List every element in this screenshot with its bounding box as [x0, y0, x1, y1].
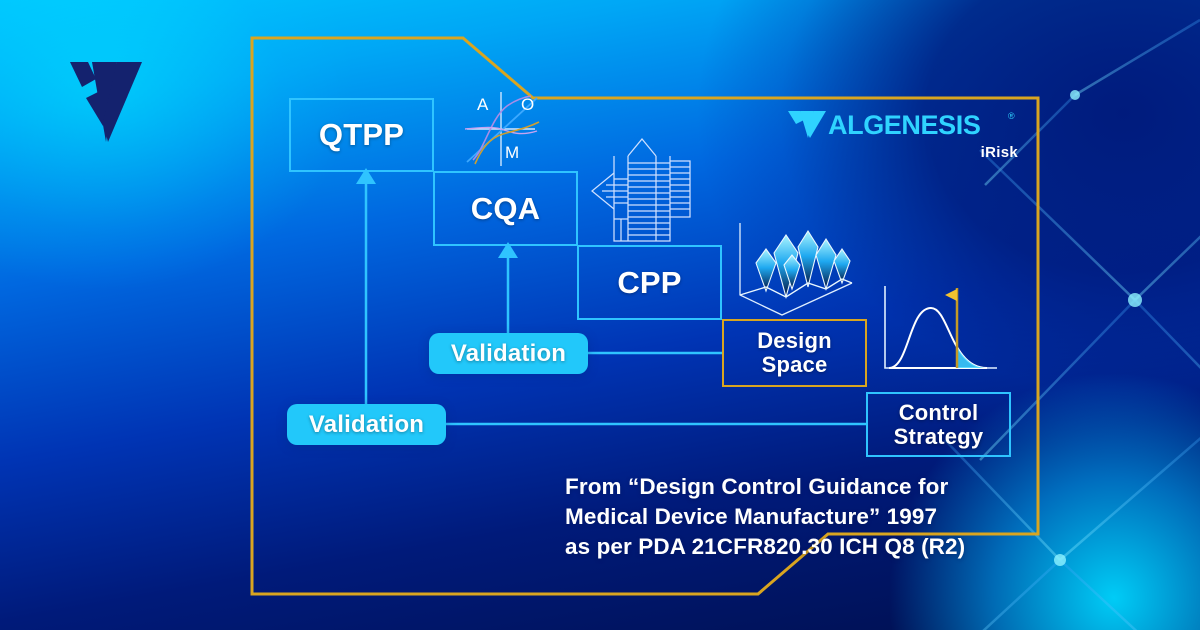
caption-line-2: Medical Device Manufacture” 1997: [565, 503, 938, 529]
caption-line-3: as per PDA 21CFR820.30 ICH Q8 (R2): [565, 533, 966, 559]
product-name: iRisk: [980, 144, 1018, 161]
design-space-line-2: Space: [761, 352, 828, 377]
bell-curve-spec-limit-icon: [884, 286, 997, 369]
node-validation-upper-label: Validation: [450, 339, 567, 367]
aom-label-o: O: [521, 95, 534, 114]
node-design-space-label: Design Space: [757, 329, 832, 377]
control-strategy-line-2: Strategy: [893, 423, 984, 449]
node-cpp-label: CPP: [617, 264, 682, 300]
node-cqa-label: CQA: [470, 190, 541, 226]
node-control-strategy[interactable]: Control Strategy: [866, 392, 1011, 457]
node-design-space[interactable]: Design Space: [722, 319, 867, 387]
node-cqa[interactable]: CQA: [433, 171, 578, 246]
node-validation-lower[interactable]: Validation: [287, 404, 446, 445]
source-caption: From “Design Control Guidance for Medica…: [565, 472, 1025, 562]
manufacturing-facility-icon: [591, 138, 691, 242]
node-validation-upper[interactable]: Validation: [429, 333, 588, 374]
node-qtpp[interactable]: QTPP: [289, 98, 434, 172]
aom-label-m: M: [505, 143, 519, 162]
gold-frame-border: [250, 36, 1040, 596]
valgenesis-wordmark-text: ALGENESIS: [828, 110, 980, 140]
registered-mark: ®: [1008, 111, 1015, 121]
response-surface-peaks-icon: [739, 223, 853, 316]
valgenesis-wordmark: ALGENESIS ®: [788, 110, 1015, 140]
design-space-line-1: Design: [757, 328, 832, 354]
node-qtpp-label: QTPP: [318, 117, 405, 153]
node-control-strategy-label: Control Strategy: [893, 399, 984, 449]
control-strategy-line-1: Control: [898, 399, 979, 425]
aom-axes-icon: A O M: [464, 92, 540, 166]
aom-label-a: A: [477, 95, 489, 114]
brand-lockup: ALGENESIS ® iRisk: [786, 108, 1018, 161]
node-cpp[interactable]: CPP: [577, 245, 722, 320]
valgenesis-v-icon: [70, 62, 142, 142]
caption-line-1: From “Design Control Guidance for: [565, 474, 949, 499]
node-validation-lower-label: Validation: [308, 410, 425, 438]
